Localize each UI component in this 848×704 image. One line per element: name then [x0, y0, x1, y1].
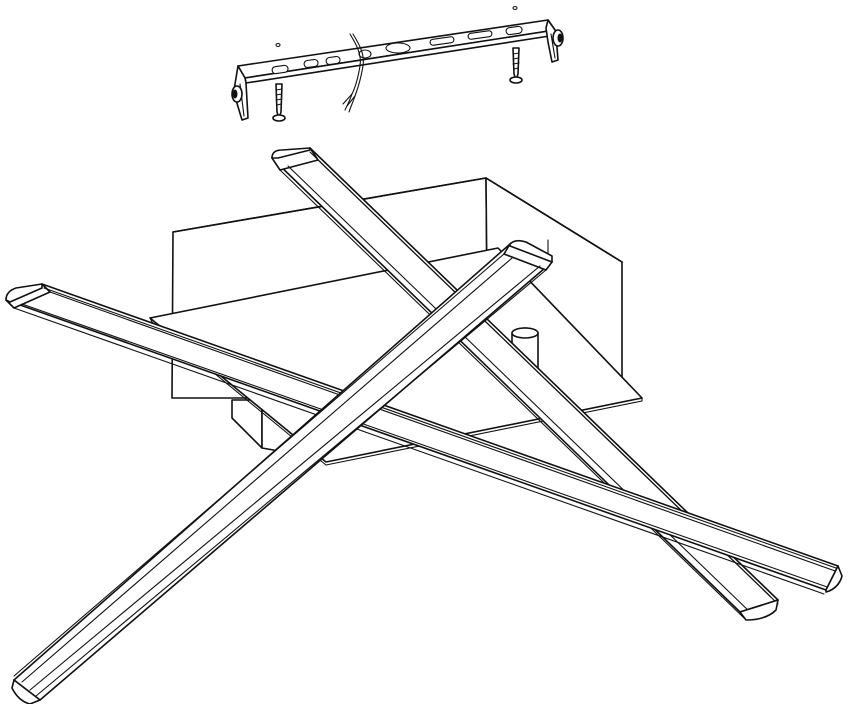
led-bar-back — [271, 147, 779, 621]
led-bar-left — [5, 283, 843, 595]
screw-left — [272, 83, 286, 122]
supply-wires — [342, 33, 364, 113]
mounting-bracket — [231, 5, 564, 121]
led-bar-front-right — [11, 239, 553, 704]
screw-right — [509, 47, 523, 84]
